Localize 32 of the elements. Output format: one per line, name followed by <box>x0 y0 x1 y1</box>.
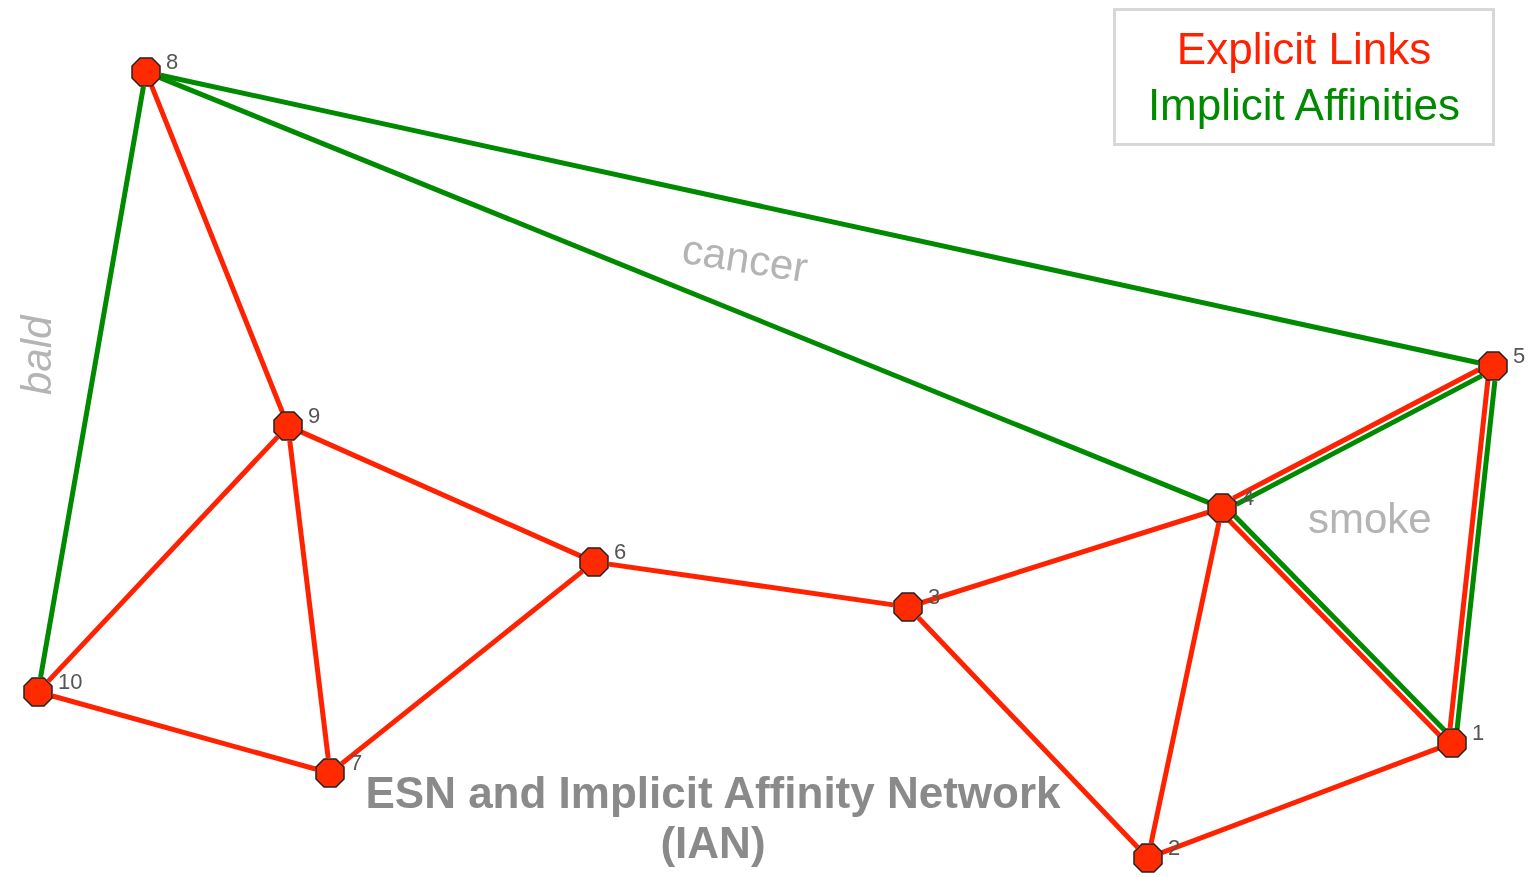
node-number: 10 <box>58 671 83 693</box>
legend-entry: Implicit Affinities <box>1146 83 1462 127</box>
connector-line <box>287 440 331 759</box>
connector-line <box>38 86 146 678</box>
connector-line <box>160 72 1479 366</box>
diagram-title: ESN and Implicit Affinity Network (IAN) <box>364 768 1062 868</box>
connector-line <box>1148 522 1222 844</box>
connector-line <box>149 84 285 414</box>
connector-line <box>921 510 1209 605</box>
connector-line <box>158 75 1210 505</box>
annotation-text: cancer <box>679 228 811 290</box>
connector-line <box>916 616 1140 849</box>
node-number: 1 <box>1472 722 1485 744</box>
annotation-text: smoke <box>1308 498 1432 540</box>
node-number: 9 <box>308 405 321 427</box>
connector-line <box>340 569 584 766</box>
legend-entry: Explicit Links <box>1175 27 1433 71</box>
annotation-text: bald <box>16 315 58 395</box>
node-number: 2 <box>1168 837 1181 859</box>
connector-line <box>51 693 317 772</box>
node-number: 4 <box>1242 487 1255 509</box>
connector-line <box>46 435 280 683</box>
connector-line <box>300 429 582 559</box>
node-number: 3 <box>928 586 941 608</box>
connector-line <box>608 561 894 608</box>
connector-line <box>1454 380 1498 730</box>
node-number: 7 <box>350 752 363 774</box>
connector-line <box>1447 379 1491 729</box>
node-number: 5 <box>1513 345 1526 367</box>
node-number: 8 <box>166 51 179 73</box>
node-number: 6 <box>614 541 627 563</box>
connector-line <box>1161 745 1439 856</box>
